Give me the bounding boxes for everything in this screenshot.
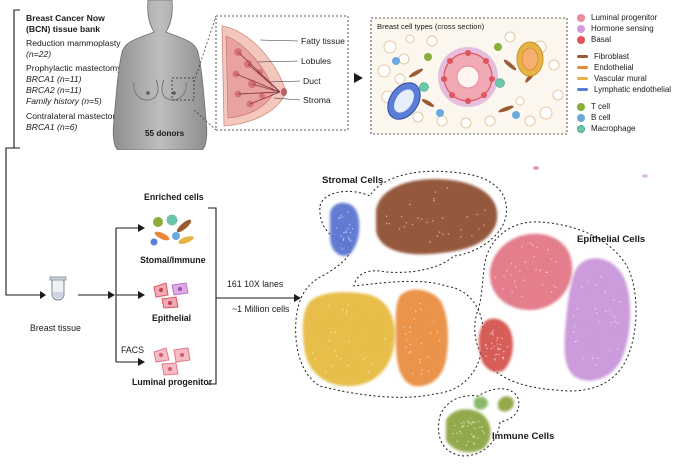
- legend-item: Hormone sensing: [575, 23, 680, 34]
- legend-item: B cell: [575, 112, 680, 123]
- cohort-group-prophylactic: Prophylactic mastectomy: [26, 63, 122, 73]
- biobank-subtitle: (BCN) tissue bank: [26, 24, 101, 34]
- breast-anatomy-diagram: [193, 15, 349, 131]
- legend-label: Vascular mural: [594, 74, 647, 83]
- anatomy-label: Lobules: [301, 56, 332, 66]
- enriched-cells-title: Enriched cells: [144, 192, 204, 202]
- vascular-mural-cluster: [302, 292, 395, 387]
- fibroblast-icon: [577, 55, 588, 58]
- cell-count: ~1 Million cells: [232, 304, 290, 314]
- hormone-sensing-icon: [577, 24, 585, 33]
- cluster-label: Epithelial Cells: [577, 234, 646, 245]
- cohort-detail: BRCA2 (n=11): [26, 85, 82, 95]
- legend-item: Endothelial: [575, 62, 680, 73]
- legend-label: B cell: [591, 113, 611, 122]
- immune-minor-cluster-1: [474, 396, 488, 410]
- tube-icon: [49, 276, 67, 301]
- basal-cell-icon: [577, 35, 585, 44]
- legend-item: Luminal progenitor: [575, 12, 680, 23]
- legend-label: Endothelial: [594, 63, 634, 72]
- legend-label: Fibroblast: [594, 52, 630, 61]
- cohort-detail: Family history (n=5): [26, 96, 102, 106]
- cross-section-diagram: [370, 17, 568, 135]
- macrophage-icon: [577, 124, 585, 133]
- legend-label: Basal: [591, 35, 612, 44]
- luminal-progenitor-icon: [577, 13, 585, 22]
- donor-count: 55 donors: [145, 129, 185, 138]
- facs-label: FACS: [121, 345, 144, 355]
- legend-item: Macrophage: [575, 123, 680, 134]
- epithelial-boundary: [474, 221, 637, 392]
- lymphatic-cluster: [330, 202, 360, 256]
- b-cell-icon: [577, 113, 585, 122]
- legend-item: Basal: [575, 34, 680, 45]
- fraction-label: Stomal/Immune: [140, 255, 206, 265]
- luminal-progenitor-cells-icon: [153, 347, 191, 376]
- legend-item: Vascular mural: [575, 73, 680, 84]
- cohort-detail: (n=22): [26, 49, 52, 59]
- vascular-mural-icon: [577, 77, 588, 80]
- torso-illustration: [112, 0, 208, 150]
- anatomy-label: Stroma: [303, 95, 331, 105]
- legend-label: Macrophage: [591, 124, 636, 133]
- legend-item: T cell: [575, 101, 680, 112]
- luminal-progenitor-cluster: [489, 233, 573, 310]
- legend-label: Hormone sensing: [591, 24, 654, 33]
- fibroblast-cluster: [376, 179, 498, 255]
- umap-point-texture: [311, 187, 622, 447]
- legend-item: Fibroblast: [575, 51, 680, 62]
- lanes-count: 161 10X lanes: [227, 279, 284, 289]
- anatomy-label: Duct: [303, 76, 321, 86]
- hormone-sensing-cluster: [564, 258, 631, 381]
- cross-section-title: Breast cell types (cross section): [377, 22, 485, 31]
- fraction-label: Luminal progenitor: [132, 377, 213, 387]
- epithelial-cells-icon: [153, 282, 189, 309]
- umap-plot: [295, 166, 648, 457]
- legend-item: Lymphatic endothelial: [575, 84, 680, 95]
- endothelial-icon: [577, 66, 588, 69]
- biobank-title: Breast Cancer Now: [26, 13, 105, 23]
- cluster-label: Stromal Cells: [322, 175, 384, 186]
- anatomy-label: Fatty tissue: [301, 36, 345, 46]
- tissue-label: Breast tissue: [30, 323, 81, 333]
- legend-label: Luminal progenitor: [591, 13, 658, 22]
- arrow-icon: [354, 73, 363, 83]
- legend-label: T cell: [591, 102, 610, 111]
- cluster-label: Immune Cells: [492, 431, 555, 442]
- basal-cluster: [478, 318, 513, 373]
- lymphatic-endothelial-icon: [577, 88, 588, 91]
- t-cell-icon: [577, 102, 585, 111]
- endothelial-cluster: [395, 289, 448, 387]
- legend-label: Lymphatic endothelial: [594, 85, 672, 94]
- cohort-detail: BRCA1 (n=11): [26, 74, 82, 84]
- cohort-detail: BRCA1 (n=6): [26, 122, 78, 132]
- immune-minor-cluster-2: [498, 396, 514, 412]
- fraction-label: Epithelial: [152, 313, 192, 323]
- cohort-group-reduction: Reduction mammoplasty: [26, 38, 121, 48]
- stromal-immune-cells-icon: [150, 214, 194, 246]
- cohort-group-contralateral: Contralateral mastectomy: [26, 111, 124, 121]
